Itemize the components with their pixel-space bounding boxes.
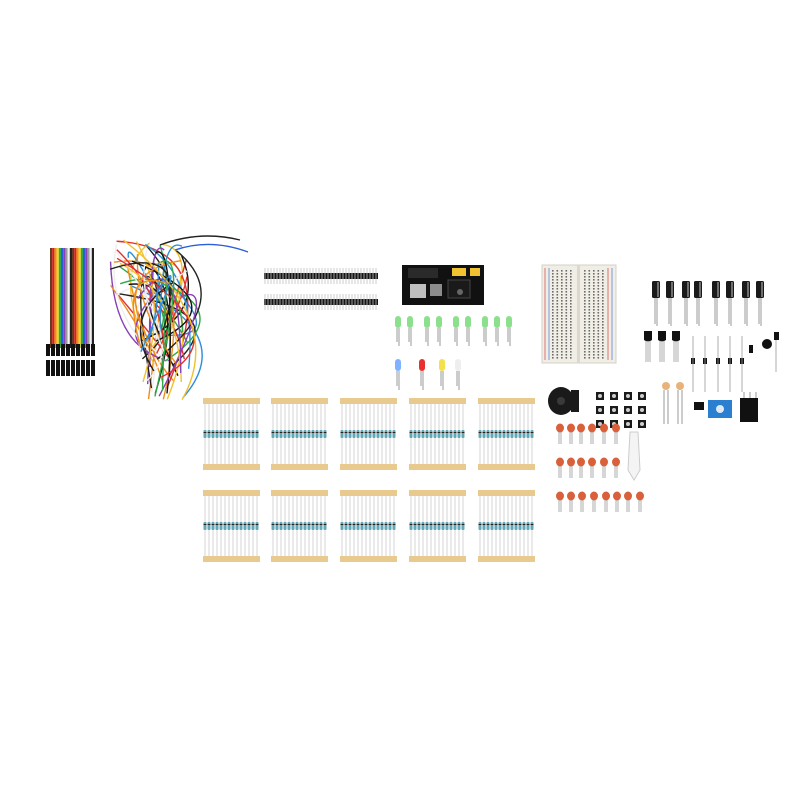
- resistor-icon: [203, 398, 535, 562]
- breadboard-icon: [541, 264, 617, 364]
- jumper-wire-icon: [109, 235, 249, 400]
- potentiometer-icon: [694, 392, 758, 422]
- capacitor-icon: [652, 281, 764, 326]
- pin-header-icon: [264, 268, 378, 310]
- ceramic-capacitor-icon: [556, 423, 644, 512]
- transistor-icon: [644, 331, 779, 392]
- ribbon-cable-icon: [46, 248, 95, 376]
- buzzer-icon: [548, 387, 579, 415]
- led-icon: [395, 316, 512, 390]
- photoresistor-icon: [627, 382, 684, 481]
- button-icon: [596, 392, 646, 428]
- power-module-icon: [402, 265, 484, 305]
